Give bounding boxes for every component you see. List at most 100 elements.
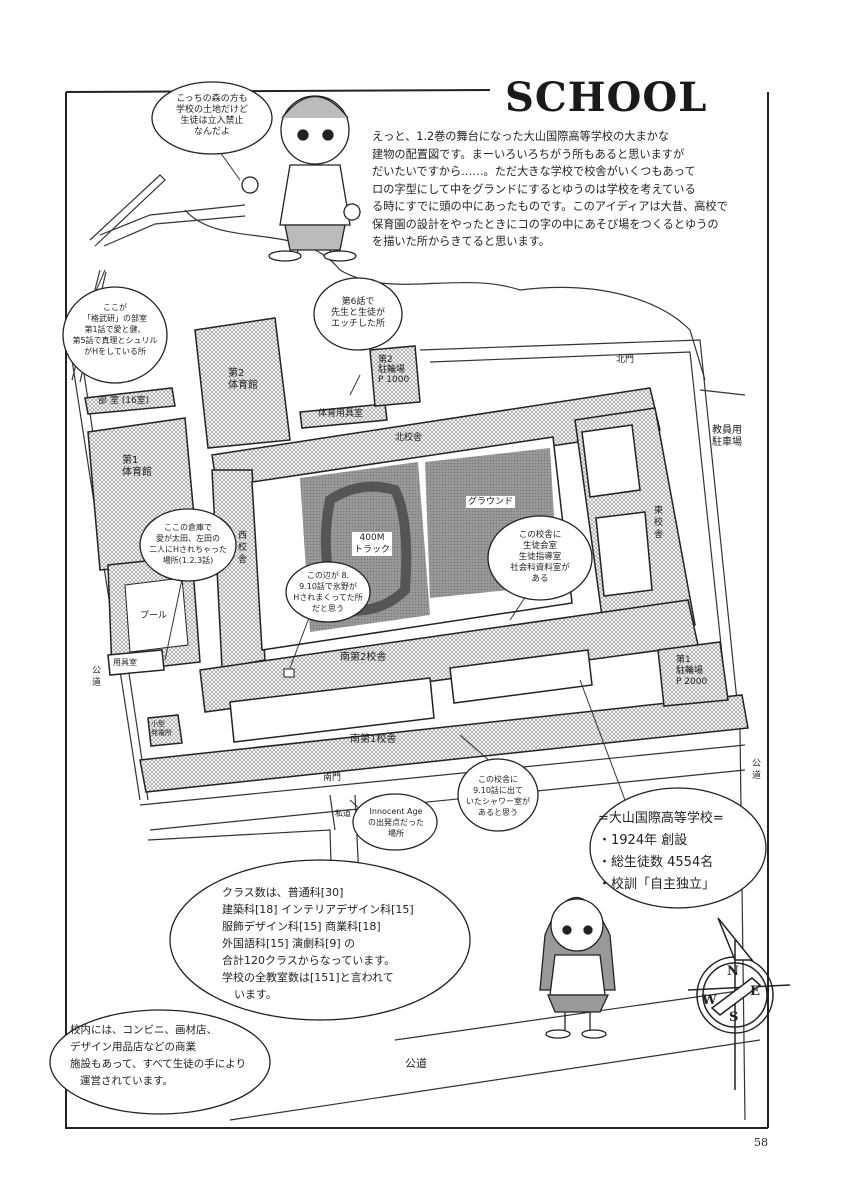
bubble-line: =大山国際高等学校= bbox=[598, 811, 724, 826]
bubble-line: だと思う bbox=[312, 604, 344, 613]
bubble-line: 生徒会室 bbox=[522, 541, 557, 551]
bubble-line: 場所(1.2.3話) bbox=[162, 556, 214, 565]
bubble-line: ・総生徒数 4554名 bbox=[598, 855, 714, 870]
label-line: 道 bbox=[92, 678, 102, 688]
intro-line: だいたいですから……。ただ大きな学校で校舎がいくつもあって bbox=[372, 165, 696, 178]
character-top bbox=[241, 95, 361, 262]
label-line: 発電所 bbox=[151, 729, 172, 737]
label-pool: プール bbox=[140, 611, 168, 621]
label-line: 舎 bbox=[654, 530, 664, 540]
bubble-line: 9.10話に出て bbox=[473, 786, 523, 795]
label-ground: グラウンド bbox=[466, 496, 516, 508]
compass-east: E bbox=[750, 984, 760, 999]
character-bottom bbox=[539, 896, 616, 1039]
south-cutout-2 bbox=[449, 649, 593, 704]
bubble-line: ・校訓「自主独立」 bbox=[598, 877, 716, 892]
bubble-line: この校舎に bbox=[518, 530, 562, 540]
bubble-line: いたシャワー室が bbox=[466, 797, 530, 806]
bubble-line: 外国語科[15] 演劇科[9] の bbox=[222, 937, 356, 950]
bubble-school-info: =大山国際高等学校= ・1924年 創設・総生徒数 4554名・校訓「自主独立」 bbox=[598, 808, 768, 896]
label-line: P 2000 bbox=[676, 677, 708, 687]
teacher-parking bbox=[700, 395, 760, 515]
bubble-line: ・1924年 創設 bbox=[598, 833, 688, 848]
bubble-clubroom: ここが「格武研」の部室第1話で愛と健、第5話で真理とシュリルがHをしている所 bbox=[66, 302, 164, 357]
bubble-line: 愛が太田、左田の bbox=[156, 534, 220, 543]
power-station bbox=[147, 714, 183, 747]
intro-line: えっと、1.2巻の舞台になった大山国際高等学校の大まかな bbox=[372, 130, 670, 143]
bubble-line: 合計120クラスからなっています。 bbox=[222, 954, 396, 967]
label-line: 第1 bbox=[676, 655, 691, 665]
bubble-storehouse: ここの倉庫で愛が太田、左田の二人にHされちゃった場所(1.2.3話) bbox=[142, 522, 234, 566]
bubble-line: 二人にHされちゃった bbox=[148, 545, 227, 554]
bubble-line: 生徒は立入禁止 bbox=[180, 116, 244, 126]
bubble-line: 学校の土地だけど bbox=[175, 105, 248, 115]
label-line: 第2 bbox=[228, 368, 245, 379]
bubble-line: 生徒指導室 bbox=[518, 552, 562, 562]
intro-line: る時にすでに頭の中にあったものです。このアイディアは大昔、高校で bbox=[372, 200, 728, 213]
south-1-wing bbox=[139, 694, 749, 793]
bubble-line: デザイン用品店などの商業 bbox=[70, 1041, 196, 1053]
label-line: 駐輪場 bbox=[676, 666, 704, 676]
bubble-line: 学校の全教室数は[151]と言われて bbox=[222, 971, 394, 984]
bubble-line: 「格武研」の部室 bbox=[83, 314, 147, 323]
east-cutout-1 bbox=[581, 424, 641, 498]
label-club-rooms: 部 室 (16室) bbox=[98, 396, 150, 406]
label-line: 駐輪場 bbox=[378, 365, 406, 375]
label-public-road-bottom: 公道 bbox=[405, 1057, 427, 1070]
bubble-shops: 校内には、コンビニ、画材店、デザイン用品店などの商業施設もあって、すべて生徒の手… bbox=[70, 1022, 270, 1090]
intro-line: ロの字型にして中をグランドにするとゆうのは学校を考えている bbox=[372, 182, 696, 196]
label-line: 体育館 bbox=[228, 380, 258, 391]
label-power-station: 小型発電所 bbox=[151, 720, 172, 738]
bike-parking-1 bbox=[657, 641, 729, 707]
bubble-line: 第6話で bbox=[341, 297, 375, 307]
label-public-road-left: 公道 bbox=[92, 665, 101, 689]
label-line: 東 bbox=[654, 506, 664, 516]
compass-north: N bbox=[727, 964, 739, 979]
label-line: 公 bbox=[92, 666, 102, 676]
bubble-line: 運営されています。 bbox=[80, 1075, 174, 1087]
bubble-line: なんだよ bbox=[193, 127, 230, 137]
intro-line: を描いた所からきてると思います。 bbox=[372, 235, 550, 248]
label-line: 校 bbox=[654, 518, 664, 528]
compass-rose-icon bbox=[687, 917, 791, 1090]
intro-line: 建物の配置図です。まーいろいろちがう所もあると思いますが bbox=[372, 147, 685, 161]
intro-line: 保育園の設計をやったときにコの字の中にあそび場をつくるとゆうの bbox=[372, 217, 719, 231]
label-south-2-wing: 南第2校舎 bbox=[340, 652, 387, 663]
compass-west: W bbox=[702, 993, 717, 1008]
label-line: 校 bbox=[238, 543, 248, 553]
compass-south: S bbox=[729, 1010, 739, 1025]
bubble-line: 場所 bbox=[388, 829, 404, 838]
label-east-wing: 東校舎 bbox=[654, 505, 663, 541]
label-tool-room: 用具室 bbox=[113, 658, 137, 667]
label-line: 舎 bbox=[238, 555, 248, 565]
bike-parking-2 bbox=[369, 345, 421, 407]
bubble-line: Hされまくってた所 bbox=[293, 593, 363, 602]
label-public-road-right: 公道 bbox=[752, 758, 761, 782]
page-frame bbox=[65, 89, 769, 1129]
bubble-episode6: 第6話で先生と生徒がエッチした所 bbox=[318, 297, 398, 330]
small-box-marker bbox=[283, 668, 295, 678]
label-west-wing: 西校舎 bbox=[238, 530, 247, 566]
south-cutout-1 bbox=[229, 677, 435, 743]
speech-bubbles bbox=[49, 81, 767, 1115]
bubble-line: 第5話で真理とシュリル bbox=[72, 336, 158, 345]
label-private-road: 私道 bbox=[335, 809, 351, 818]
label-line: トラック bbox=[354, 545, 391, 555]
label-line: 教員用 bbox=[712, 425, 742, 436]
bubble-forest: こっちの森の方も学校の土地だけど生徒は立入禁止なんだよ bbox=[160, 94, 264, 138]
label-teacher-parking: 教員用駐車場 bbox=[712, 425, 742, 449]
bubble-line: 校内には、コンビニ、画材店、 bbox=[70, 1024, 217, 1036]
label-line: 体育館 bbox=[122, 467, 152, 478]
bubble-line: 9.10話で氷野が bbox=[299, 582, 357, 591]
bubble-line: います。 bbox=[234, 988, 277, 1001]
tool-room bbox=[107, 649, 165, 676]
equipment-room bbox=[299, 403, 388, 429]
bubble-line: クラス数は、普通科[30] bbox=[222, 886, 344, 899]
label-line: 公 bbox=[752, 759, 762, 769]
east-cutout-2 bbox=[595, 511, 653, 597]
bubble-classes: クラス数は、普通科[30]建築科[18] インテリアデザイン科[15]服飾デザイ… bbox=[222, 884, 452, 1003]
